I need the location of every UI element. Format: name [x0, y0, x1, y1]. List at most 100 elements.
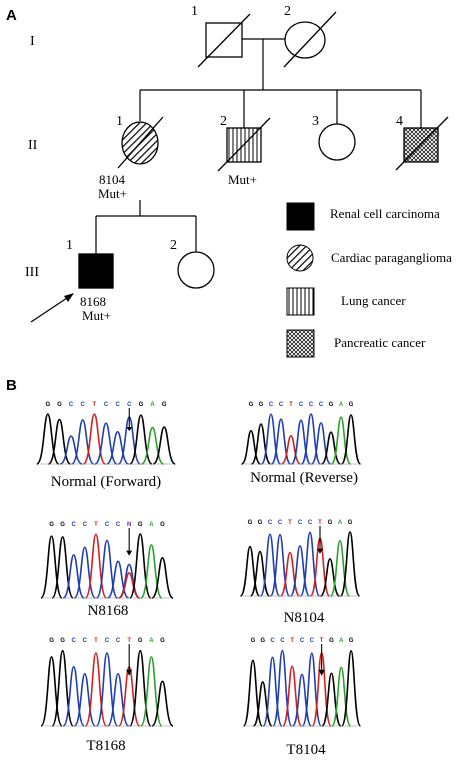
peak-5-1 [40, 656, 63, 727]
peak-4-10 [329, 539, 351, 597]
generation-I-label: I [30, 34, 35, 49]
gen3-member2-female [177, 251, 215, 289]
base-call-4-10: A [338, 520, 343, 526]
base-call-6-10: A [339, 638, 344, 644]
peak-4-2 [249, 550, 271, 597]
chromatogram-label-2: Normal (Reverse) [250, 470, 358, 486]
base-call-4-8: T [318, 520, 322, 526]
base-call-1-10: A [150, 402, 155, 408]
gen3-member1-proband-renal-cell-carcinoma [78, 253, 114, 289]
gen2-member1-id: 8104 [99, 172, 126, 187]
peak-3-3 [62, 554, 86, 599]
base-call-3-8: N [127, 522, 131, 528]
base-call-6-4: C [280, 638, 285, 644]
base-call-6-1: G [251, 638, 256, 644]
gen2-member3-number: 3 [312, 114, 319, 129]
gen2-member2-status: Mut+ [228, 172, 257, 187]
base-call-3-2: G [60, 522, 65, 528]
base-call-5-2: G [60, 638, 65, 644]
gen2-member1-status: Mut+ [98, 186, 127, 201]
peak-3-11 [151, 557, 174, 599]
peak-2-1 [241, 429, 261, 465]
gen3-member2-number: 2 [170, 238, 177, 253]
base-call-5-7: C [116, 638, 121, 644]
gen3-member1-id: 8168 [80, 294, 106, 309]
base-call-6-8: T [320, 638, 324, 644]
peak-4-6 [289, 544, 311, 597]
generation-III-label: III [25, 265, 39, 280]
base-call-1-6: C [104, 402, 109, 408]
peak-6-6 [291, 673, 313, 727]
base-call-2-11: G [349, 402, 354, 408]
peak-1-4 [70, 419, 95, 465]
gen2-member2-male-lung-cancer-deceased [217, 117, 271, 172]
legend: Renal cell carcinoma Cardiac paraganglio… [286, 202, 452, 358]
legend-label-renal: Renal cell carcinoma [330, 206, 440, 221]
legend-label-paraganglioma: Cardiac paraganglioma [331, 250, 452, 265]
base-call-3-5: T [94, 522, 98, 528]
base-call-5-1: G [49, 638, 54, 644]
peak-4-5 [279, 551, 301, 597]
gen1-member2-number: 2 [284, 4, 291, 19]
base-call-6-5: T [290, 638, 294, 644]
base-call-4-6: C [298, 520, 303, 526]
base-call-2-9: G [329, 402, 334, 408]
chromatogram-label-5: T8168 [86, 738, 125, 754]
base-call-2-5: T [289, 402, 293, 408]
base-call-3-6: C [105, 522, 110, 528]
legend-label-pancreatic: Pancreatic cancer [334, 335, 426, 350]
peak-5-11 [151, 680, 174, 727]
gen2-member1-female-paraganglioma-deceased [117, 116, 164, 169]
peak-1-10 [141, 426, 165, 465]
peak-6-1 [242, 659, 264, 727]
gen2-member3-female [318, 123, 356, 161]
chromatogram-label-6: T8104 [286, 742, 326, 758]
base-call-2-2: G [259, 402, 264, 408]
gen1-member1-male-deceased [197, 13, 251, 68]
peak-3-4 [73, 546, 97, 599]
base-call-6-9: G [329, 638, 334, 644]
peak-6-2 [252, 681, 273, 727]
peak-2-2 [250, 423, 272, 465]
base-call-6-2: G [260, 638, 265, 644]
peak-2-6 [290, 419, 312, 465]
base-call-6-3: C [270, 638, 275, 644]
peak-6-11 [340, 649, 362, 727]
peak-3-1 [40, 535, 63, 599]
proband-arrow-icon [30, 293, 74, 323]
peak-3-8-T [118, 572, 141, 599]
base-call-2-8: C [319, 402, 324, 408]
base-call-2-10: A [339, 402, 344, 408]
peak-5-4 [73, 673, 97, 727]
base-call-1-3: C [69, 402, 74, 408]
peak-1-7 [106, 431, 130, 465]
peak-6-3 [262, 656, 283, 727]
gen1-member1-number: 1 [191, 4, 198, 19]
mutation-arrow-icon-1 [126, 408, 133, 431]
base-call-3-7: C [116, 522, 121, 528]
base-call-5-3: C [72, 638, 77, 644]
base-call-3-3: C [72, 522, 77, 528]
base-call-5-10: A [149, 638, 154, 644]
legend-swatch-paraganglioma [286, 244, 314, 272]
base-call-3-4: C [83, 522, 88, 528]
legend-swatch-lung [286, 287, 315, 316]
base-call-1-7: C [115, 402, 120, 408]
peak-6-9 [321, 672, 342, 727]
base-call-1-5: T [93, 402, 97, 408]
base-call-5-8: T [127, 638, 131, 644]
base-call-6-6: C [300, 638, 305, 644]
base-call-1-11: G [162, 402, 167, 408]
generation-II-label: II [28, 138, 38, 153]
base-call-5-11: G [160, 638, 165, 644]
peak-6-10 [331, 666, 352, 727]
peak-1-11 [152, 426, 176, 465]
gen2-member4-number: 4 [396, 114, 403, 129]
